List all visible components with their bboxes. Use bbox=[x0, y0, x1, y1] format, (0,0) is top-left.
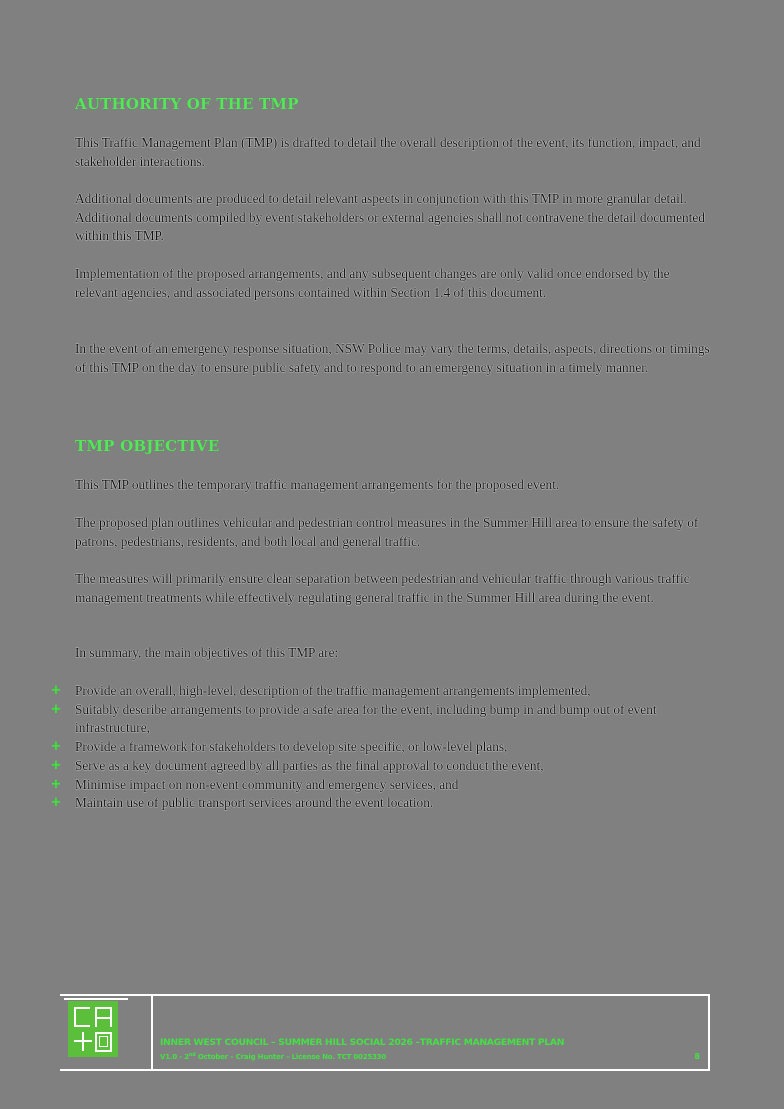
objective-paragraph-2: The proposed plan outlines vehicular and… bbox=[75, 515, 699, 549]
section-heading-objective: TMP OBJECTIVE bbox=[75, 437, 220, 455]
footer-version-line: V1.0 - 2nd October – Craig Hunter – Lice… bbox=[160, 1052, 386, 1061]
footer-divider bbox=[151, 994, 153, 1071]
list-item-text: Provide a framework for stakeholders to … bbox=[75, 739, 508, 755]
objective-paragraph-1: This TMP outlines the temporary traffic … bbox=[75, 477, 560, 492]
logo-letter-c-icon bbox=[74, 1007, 90, 1027]
logo-top-rule bbox=[64, 998, 128, 1000]
footer-meta: October – Craig Hunter – License No. TCT… bbox=[195, 1053, 387, 1061]
list-item: + Serve as a key document agreed by all … bbox=[50, 757, 710, 776]
list-item-text: Serve as a key document agreed by all pa… bbox=[75, 757, 544, 773]
objective-paragraph-3: The measures will primarily ensure clear… bbox=[75, 571, 690, 605]
list-item-text: Suitably describe arrangements to provid… bbox=[75, 701, 657, 736]
logo-letter-a-bar bbox=[97, 1017, 110, 1019]
footer-version: V1.0 - 2 bbox=[160, 1053, 189, 1061]
authority-paragraph-1: This Traffic Management Plan (TMP) is dr… bbox=[75, 135, 701, 169]
plus-icon: + bbox=[50, 683, 62, 698]
plus-icon: + bbox=[50, 776, 62, 792]
plus-icon: + bbox=[50, 757, 62, 773]
section-heading-authority: AUTHORITY OF THE TMP bbox=[75, 95, 299, 113]
list-item: + Suitably describe arrangements to prov… bbox=[50, 701, 710, 738]
logo-letter-a-icon bbox=[95, 1007, 112, 1027]
objectives-list: + Provide an overall, high-level, descri… bbox=[50, 682, 710, 813]
authority-paragraph-3: Implementation of the proposed arrangeme… bbox=[75, 266, 670, 300]
plus-icon: + bbox=[50, 701, 62, 717]
list-item: + Minimise impact on non-event community… bbox=[50, 776, 710, 795]
list-item: + Maintain use of public transport servi… bbox=[50, 794, 710, 813]
objective-paragraph-4: In summary, the main objectives of this … bbox=[75, 645, 339, 660]
logo-letter-o-inner bbox=[99, 1036, 108, 1047]
footer-document-title: INNER WEST COUNCIL – SUMMER HILL SOCIAL … bbox=[160, 1037, 565, 1048]
plus-icon: + bbox=[50, 739, 62, 755]
footer-version-sup: nd bbox=[188, 1052, 196, 1058]
authority-paragraph-2: Additional documents are produced to det… bbox=[75, 191, 705, 244]
list-item-text: Provide an overall, high-level, descript… bbox=[75, 683, 591, 698]
authority-paragraph-4: In the event of an emergency response si… bbox=[75, 341, 710, 375]
page-number: 8 bbox=[694, 1052, 700, 1061]
page-footer: INNER WEST COUNCIL – SUMMER HILL SOCIAL … bbox=[60, 994, 710, 1071]
list-item-text: Minimise impact on non-event community a… bbox=[75, 776, 459, 792]
plus-icon: + bbox=[50, 795, 62, 811]
list-item: + Provide an overall, high-level, descri… bbox=[50, 682, 710, 701]
company-logo bbox=[68, 1001, 118, 1057]
logo-letter-o-icon bbox=[95, 1032, 112, 1052]
logo-plus-icon-vertical bbox=[82, 1032, 84, 1051]
list-item-text: Maintain use of public transport service… bbox=[75, 795, 434, 811]
footer-frame bbox=[60, 994, 710, 1071]
list-item: + Provide a framework for stakeholders t… bbox=[50, 738, 710, 757]
